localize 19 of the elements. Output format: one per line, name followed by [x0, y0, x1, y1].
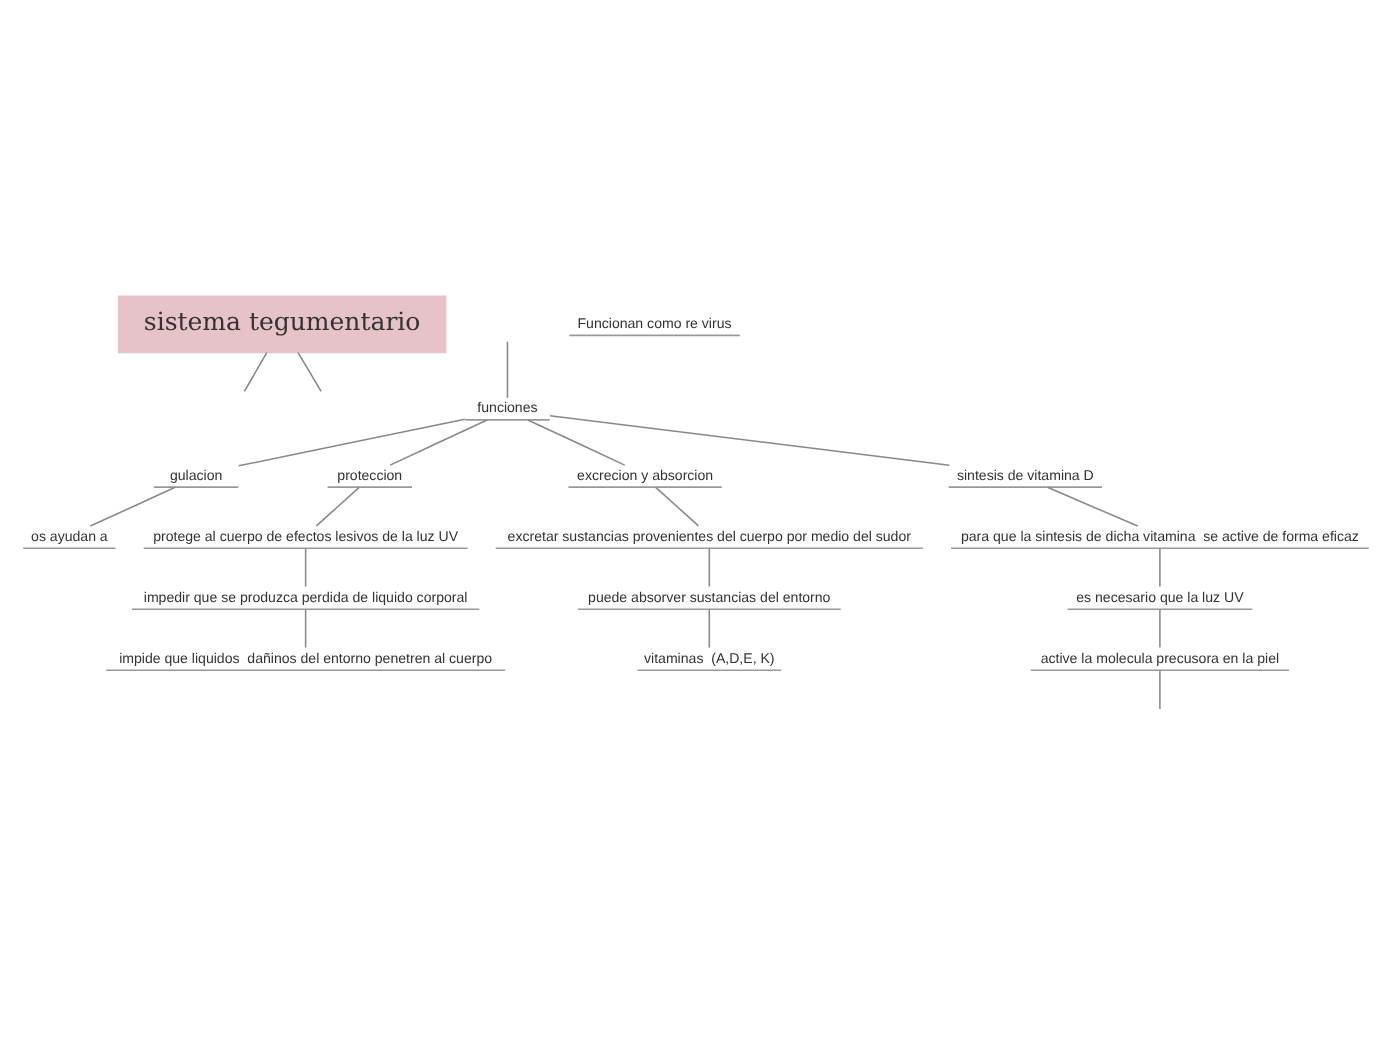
connector [315, 486, 360, 527]
connector [708, 547, 711, 588]
connector [708, 608, 711, 649]
connector [243, 351, 268, 393]
connector [237, 418, 466, 467]
connector [1159, 669, 1161, 710]
connector [304, 608, 307, 649]
connector [389, 419, 488, 466]
connector [304, 547, 307, 588]
connector [297, 351, 322, 393]
connector [549, 414, 951, 466]
connector [89, 486, 176, 527]
connector [1159, 608, 1161, 649]
connector [527, 419, 626, 466]
node-box: sistema tegumentario [117, 295, 447, 354]
connector [506, 340, 509, 399]
connector [1046, 486, 1139, 527]
connector [1159, 547, 1161, 588]
connector [654, 486, 700, 527]
